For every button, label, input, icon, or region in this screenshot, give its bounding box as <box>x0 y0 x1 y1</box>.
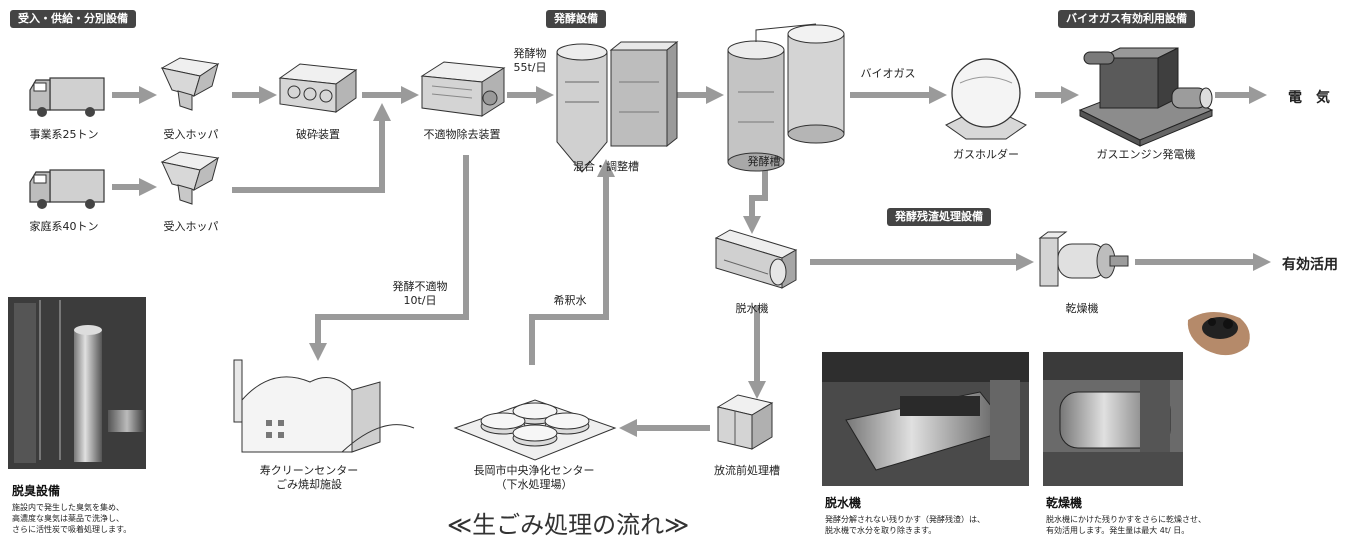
output-reuse: 有効活用 <box>1282 257 1338 273</box>
dehydrator-icon <box>714 229 798 289</box>
dehydrator-photo-title: 脱水機 <box>825 496 862 510</box>
label-hopper-1: 受入ホッパ <box>163 128 219 141</box>
label-dehydrator: 脱水機 <box>735 302 769 315</box>
hopper-2-icon <box>160 151 220 205</box>
deodorizer-photo <box>8 297 146 469</box>
dehydrator-photo <box>822 352 1029 486</box>
separator-icon <box>420 61 506 117</box>
flow-unfit-line2: 10t/日 <box>403 294 437 307</box>
label-crusher: 破砕装置 <box>296 128 340 141</box>
label-hopper-2: 受入ホッパ <box>163 220 219 233</box>
flow-biogas: バイオガス <box>860 67 916 80</box>
label-gas-engine: ガスエンジン発電機 <box>1096 148 1196 161</box>
label-mix-tank: 混合・調整槽 <box>573 160 639 173</box>
fermenter-icon <box>727 23 845 172</box>
arrow-unfit-incinerator <box>309 155 469 361</box>
label-dryer: 乾燥機 <box>1065 302 1099 315</box>
label-truck-business: 事業系25トン <box>29 128 99 141</box>
crusher-icon <box>278 63 358 113</box>
flow-dilution-water: 希釈水 <box>553 294 587 307</box>
section-fermentation: 発酵設備 <box>546 10 606 28</box>
incinerator-icon <box>233 359 415 453</box>
sewage-center-icon <box>453 399 617 461</box>
dryer-photo-title: 乾燥機 <box>1046 496 1083 510</box>
deodorizer-desc: 施設内で発生した臭気を集め、 高濃度な臭気は薬品で洗浄し、 さらに活性炭で吸着処… <box>12 503 132 534</box>
arrow-dilution-water <box>529 159 615 365</box>
dryer-icon <box>1038 231 1129 287</box>
deodorizer-title: 脱臭設備 <box>12 484 61 498</box>
label-pre-discharge-tank: 放流前処理槽 <box>714 464 780 477</box>
dried-residue-hands-icon <box>1187 311 1250 356</box>
label-fermenter: 発酵槽 <box>747 155 781 168</box>
pre-discharge-tank-icon <box>716 394 774 450</box>
label-gas-holder: ガスホルダー <box>953 148 1019 161</box>
label-truck-household: 家庭系40トン <box>29 220 99 233</box>
dryer-photo <box>1043 352 1183 486</box>
diagram-caption: ≪生ごみ処理の流れ≫ <box>447 511 690 539</box>
arrow-hopper2-separator <box>232 103 391 193</box>
output-electricity: 電 気 <box>1288 90 1330 106</box>
truck-household-icon <box>29 169 105 209</box>
label-sewage-center-line1: 長岡市中央浄化センター <box>473 464 595 477</box>
dryer-photo-desc: 脱水機にかけた残りかすをさらに乾燥させ、 有効活用します。発生量は最大 4t/ … <box>1046 515 1206 535</box>
gas-engine-icon <box>1078 47 1214 147</box>
label-separator: 不適物除去装置 <box>423 128 501 141</box>
label-sewage-center-line2: （下水処理場） <box>495 478 573 491</box>
label-incinerator-line2: ごみ焼却施設 <box>276 478 342 491</box>
flow-unfit-line1: 発酵不適物 <box>392 280 448 293</box>
mix-tank-icon <box>556 40 679 173</box>
section-biogas: バイオガス有効利用設備 <box>1058 10 1195 28</box>
flow-ferment-in-line2: 55t/日 <box>513 61 547 74</box>
section-residue: 発酵残渣処理設備 <box>887 208 991 226</box>
flow-ferment-in-line1: 発酵物 <box>513 47 547 60</box>
hopper-1-icon <box>160 57 220 111</box>
truck-business-icon <box>29 77 105 117</box>
arrow-fermenter-dehydrator <box>743 150 768 234</box>
label-incinerator-line1: 寿クリーンセンター <box>259 464 359 477</box>
dehydrator-photo-desc: 発酵分解されない残りかす（発酵残渣）は、 脱水機で水分を取り除きます。 <box>825 515 985 535</box>
section-receiving: 受入・供給・分別設備 <box>10 10 136 28</box>
gas-holder-icon <box>945 58 1027 140</box>
